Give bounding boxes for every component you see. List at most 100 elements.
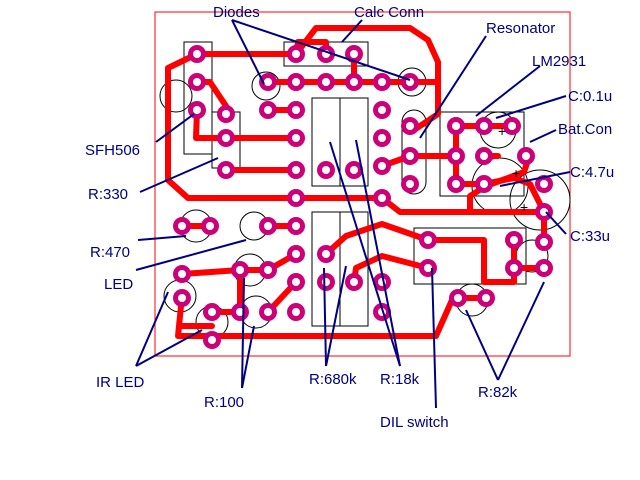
pad-hole xyxy=(522,152,530,160)
pad-hole xyxy=(424,264,432,272)
pad-hole xyxy=(406,122,414,130)
pad-hole xyxy=(378,78,386,86)
pad xyxy=(231,261,249,279)
label-resonator: Resonator xyxy=(486,20,555,37)
pad-hole xyxy=(292,194,300,202)
track-sfh-low xyxy=(193,107,299,141)
pad-hole xyxy=(178,270,186,278)
pad-hole xyxy=(452,122,460,130)
pad-hole xyxy=(378,162,386,170)
pad xyxy=(317,73,335,91)
pad xyxy=(401,147,419,165)
leader-diodes-2 xyxy=(231,19,411,81)
sfh506-outline xyxy=(183,41,213,155)
pad xyxy=(475,147,493,165)
leader-lm2931 xyxy=(475,65,541,117)
leader-r330 xyxy=(139,157,219,193)
leader-diodes-1 xyxy=(231,19,265,85)
pad xyxy=(173,289,191,307)
leader-c33u xyxy=(545,211,567,235)
pad-hole xyxy=(510,236,518,244)
pad xyxy=(401,73,419,91)
pad-hole xyxy=(264,266,272,274)
leader-bat-con xyxy=(529,129,557,143)
pads xyxy=(173,45,553,349)
pad xyxy=(173,265,191,283)
track-resonator-mid xyxy=(379,153,459,169)
leader-r18k-1 xyxy=(329,141,401,367)
leader-r100-2 xyxy=(241,325,255,389)
pad xyxy=(505,259,523,277)
c33u-outline xyxy=(509,169,571,231)
track-led-row xyxy=(179,251,299,277)
pad xyxy=(287,45,305,63)
pad xyxy=(475,117,493,135)
pad-hole xyxy=(222,134,230,142)
label-lm2931: LM2931 xyxy=(532,53,586,70)
pad xyxy=(477,289,495,307)
pad xyxy=(535,259,553,277)
pad xyxy=(287,73,305,91)
pad-hole xyxy=(292,222,300,230)
leader-r470 xyxy=(137,235,187,241)
pad-hole xyxy=(322,166,330,174)
label-bat-con: Bat.Con xyxy=(558,121,612,138)
label-r330: R:330 xyxy=(88,186,128,203)
label-r18k: R:18k xyxy=(380,371,420,388)
pad xyxy=(447,117,465,135)
sfh-body-outline xyxy=(159,79,193,113)
pad xyxy=(217,105,235,123)
pad xyxy=(401,117,419,135)
pad xyxy=(535,233,553,251)
pad xyxy=(447,175,465,193)
pad-hole xyxy=(292,278,300,286)
label-ir-led: IR LED xyxy=(96,374,145,391)
pad-hole xyxy=(508,122,516,130)
leader-r680k-2 xyxy=(325,265,347,367)
pad xyxy=(188,73,206,91)
pad-hole xyxy=(236,266,244,274)
leader-sfh506 xyxy=(155,113,195,143)
pad-hole xyxy=(452,152,460,160)
label-c01u: C:0.1u xyxy=(568,88,612,105)
plus-c01u: + xyxy=(498,123,506,139)
pad xyxy=(203,303,221,321)
pad-hole xyxy=(322,278,330,286)
pad xyxy=(259,261,277,279)
pad-hole xyxy=(540,208,548,216)
plus-c47u: + xyxy=(512,165,520,181)
leader-ir-led-1 xyxy=(135,291,169,367)
plus-c33u: + xyxy=(520,199,528,215)
pad-hole xyxy=(264,106,272,114)
pad-hole xyxy=(292,166,300,174)
label-r82k: R:82k xyxy=(478,384,518,401)
pad xyxy=(259,303,277,321)
track-dil-sw-right xyxy=(425,237,517,285)
pad xyxy=(373,129,391,147)
pad-hole xyxy=(206,222,214,230)
pad-hole xyxy=(236,308,244,316)
pad-hole xyxy=(378,134,386,142)
pad-hole xyxy=(510,264,518,272)
pad-hole xyxy=(193,50,201,58)
polarity-markers: + + + xyxy=(498,123,528,215)
leader-c01u xyxy=(495,95,567,119)
pad-hole xyxy=(292,106,300,114)
pad-hole xyxy=(350,166,358,174)
pad xyxy=(259,73,277,91)
pad-hole xyxy=(292,50,300,58)
labels: Diodes Calc Conn Resonator LM2931 C:0.1u… xyxy=(85,4,614,431)
pad xyxy=(419,231,437,249)
leader-dil-switch xyxy=(431,267,437,409)
pad xyxy=(259,101,277,119)
pad-hole xyxy=(193,78,201,86)
track-diode1 xyxy=(265,51,357,85)
pad-hole xyxy=(378,194,386,202)
pad xyxy=(401,175,419,193)
pad xyxy=(217,161,235,179)
pad xyxy=(201,217,219,235)
pad-hole xyxy=(540,238,548,246)
pad xyxy=(287,189,305,207)
pad xyxy=(217,129,235,147)
